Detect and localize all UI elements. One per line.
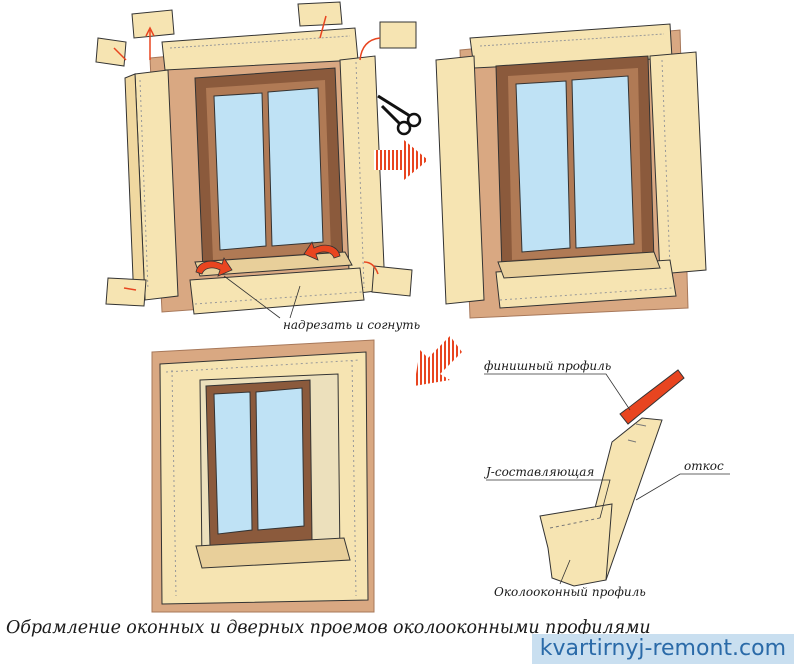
bend-arrow-left <box>195 257 233 277</box>
finish-profile-label: финишный профиль <box>484 359 611 373</box>
arrow-down-left-icon <box>414 336 462 386</box>
site-watermark[interactable]: kvartirnyj-remont.com <box>531 634 794 664</box>
slope-label: откос <box>684 459 724 473</box>
arrow-right-icon <box>374 140 428 180</box>
profile-detail <box>539 367 685 587</box>
step-3-group <box>151 339 375 613</box>
caption: Обрамление оконных и дверных проемов око… <box>6 618 651 638</box>
finish-profile-callout: финишный профиль <box>484 359 631 411</box>
j-component-label: J-составляющая <box>483 465 594 479</box>
window-profile-callout: Околооконный профиль <box>494 559 646 599</box>
cut-and-bend-callout: надрезать и согнуть <box>223 275 420 332</box>
step-2-group <box>435 23 707 319</box>
bend-arrow-right <box>303 241 341 261</box>
cut-and-bend-label: надрезать и согнуть <box>283 318 420 332</box>
scissors-icon <box>377 94 422 136</box>
slope-callout: откос <box>635 459 730 501</box>
step-1-group <box>95 1 422 315</box>
j-component-callout: J-составляющая <box>483 465 611 519</box>
window-profile-label: Околооконный профиль <box>494 585 646 599</box>
